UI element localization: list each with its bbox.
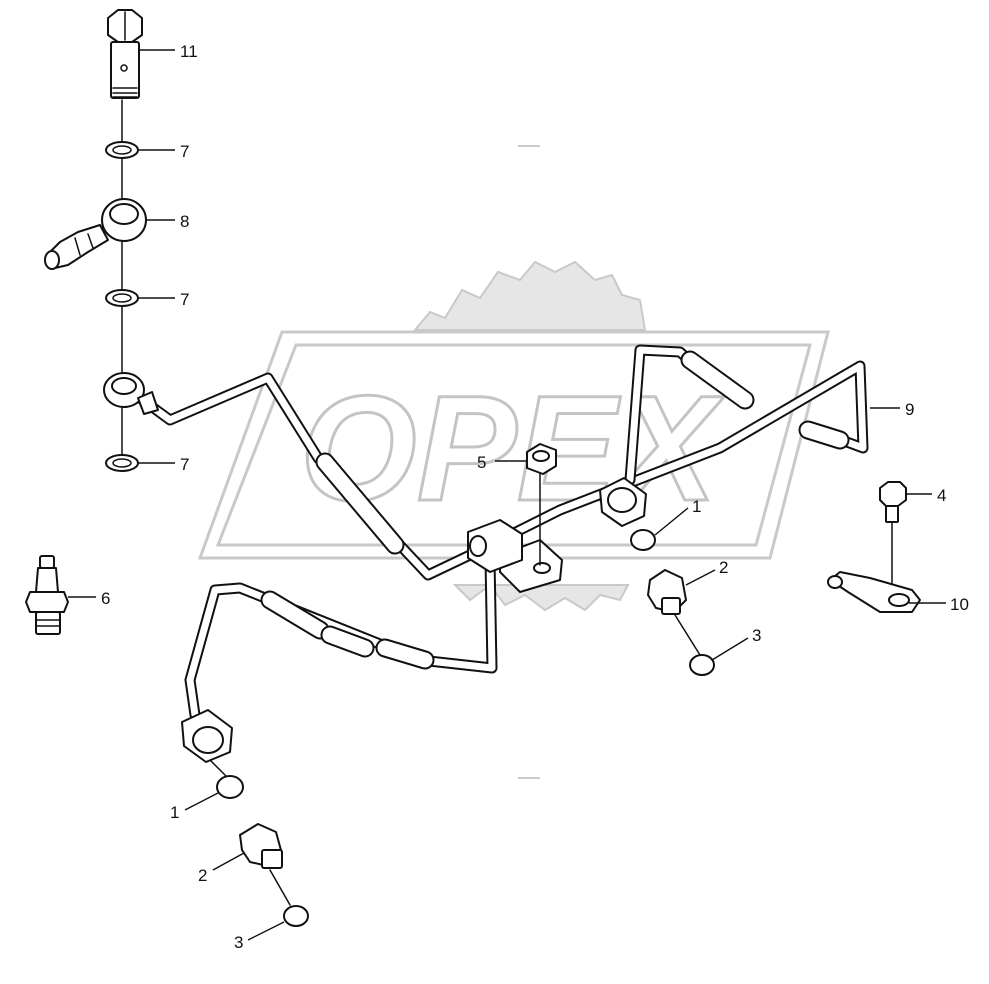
- banjo-bolt: [107, 9, 143, 99]
- banjo-fitting: [44, 198, 147, 270]
- small-bolt: [879, 481, 907, 599]
- callouts: 11 7 8 7 7 5 9 4 1 2 3 6 10 1 2 3: [101, 42, 969, 952]
- hose-connector: [25, 555, 69, 635]
- callout-2-right: 2: [719, 558, 728, 577]
- callout-4: 4: [937, 486, 946, 505]
- callout-10: 10: [950, 595, 969, 614]
- left-fitting-group: [209, 759, 309, 927]
- watermark-frame-outer: [197, 330, 830, 560]
- banjo-assembly: [44, 9, 147, 472]
- callout-7-bottom: 7: [180, 455, 189, 474]
- fuel-pipe-lower: [181, 477, 647, 763]
- right-fitting-group: [630, 529, 715, 676]
- callout-6: 6: [101, 589, 110, 608]
- callout-9: 9: [905, 400, 914, 419]
- callout-3-left: 3: [234, 933, 243, 952]
- hex-nut: [526, 443, 557, 475]
- watermark-gear: [412, 260, 647, 331]
- o-ring-right: [630, 529, 656, 551]
- watermark-gear-lower: [452, 583, 630, 612]
- callout-7-top: 7: [180, 142, 189, 161]
- o-ring-left: [216, 775, 244, 799]
- callout-1-left: 1: [170, 803, 179, 822]
- callout-2-left: 2: [198, 866, 207, 885]
- callout-8: 8: [180, 212, 189, 231]
- callout-7-middle: 7: [180, 290, 189, 309]
- clamp-bracket: [467, 467, 563, 593]
- callout-11: 11: [180, 42, 198, 61]
- seal-ring-right: [689, 654, 715, 676]
- callout-3-right: 3: [752, 626, 761, 645]
- washer-bottom: [105, 454, 139, 472]
- callout-5: 5: [477, 453, 486, 472]
- seal-ring-left: [283, 905, 309, 927]
- washer-middle: [105, 289, 139, 307]
- washer-top: [105, 141, 139, 159]
- watermark: OPEX: [197, 145, 830, 779]
- leader-lines: [68, 49, 946, 941]
- callout-1-right: 1: [692, 497, 701, 516]
- mounting-bracket: [827, 571, 921, 613]
